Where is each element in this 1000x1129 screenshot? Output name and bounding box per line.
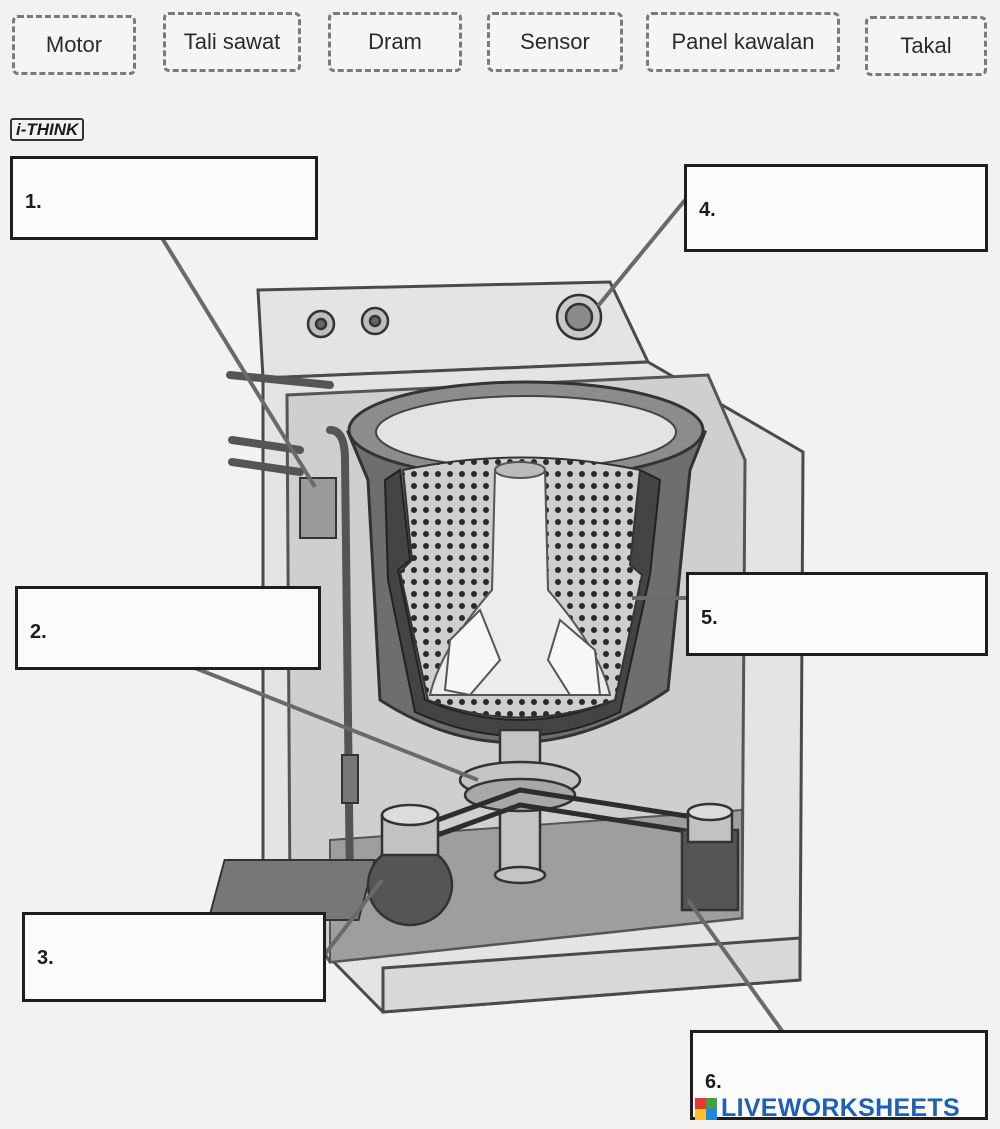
agitator [428,461,612,697]
drive-belt [409,787,713,848]
label-box-6: 6. [690,1030,988,1120]
answer-input-2[interactable] [64,611,298,649]
center-pulley [458,728,582,885]
control-panel-knobs [306,293,603,341]
liveworksheets-watermark: LIVEWORKSHEETS [695,1094,960,1123]
answer-input-6[interactable] [739,1055,973,1093]
word-chip-dram[interactable]: Dram [328,12,462,72]
word-bank: Motor Tali sawat Dram Sensor Panel kawal… [0,0,1000,90]
answer-input-4[interactable] [733,189,967,227]
label-box-5: 5. [686,572,988,656]
label-box-4: 4. [684,164,988,252]
label-number-3: 3. [37,947,54,969]
answer-input-5[interactable] [735,597,969,635]
watermark-text: LIVEWORKSHEETS [721,1094,960,1122]
word-chip-panel-kawalan[interactable]: Panel kawalan [646,12,840,72]
label-number-2: 2. [30,621,47,643]
label-box-3: 3. [22,912,326,1002]
motor-left [366,803,454,927]
word-chip-takal[interactable]: Takal [865,16,987,76]
motor-right [680,802,740,912]
label-box-1: 1. [10,156,318,240]
label-number-5: 5. [701,607,718,629]
word-chip-motor[interactable]: Motor [12,15,136,75]
answer-input-3[interactable] [71,937,305,975]
leader-lines [160,198,787,1037]
label-number-4: 4. [699,199,716,221]
label-number-1: 1. [25,191,42,213]
liveworksheets-logo-icon [695,1097,717,1120]
label-box-2: 2. [15,586,321,670]
word-chip-sensor[interactable]: Sensor [487,12,623,72]
label-number-6: 6. [705,1071,722,1093]
word-chip-tali-sawat[interactable]: Tali sawat [163,12,301,72]
answer-input-1[interactable] [59,181,293,219]
ithink-badge: i-THINK [10,118,85,141]
